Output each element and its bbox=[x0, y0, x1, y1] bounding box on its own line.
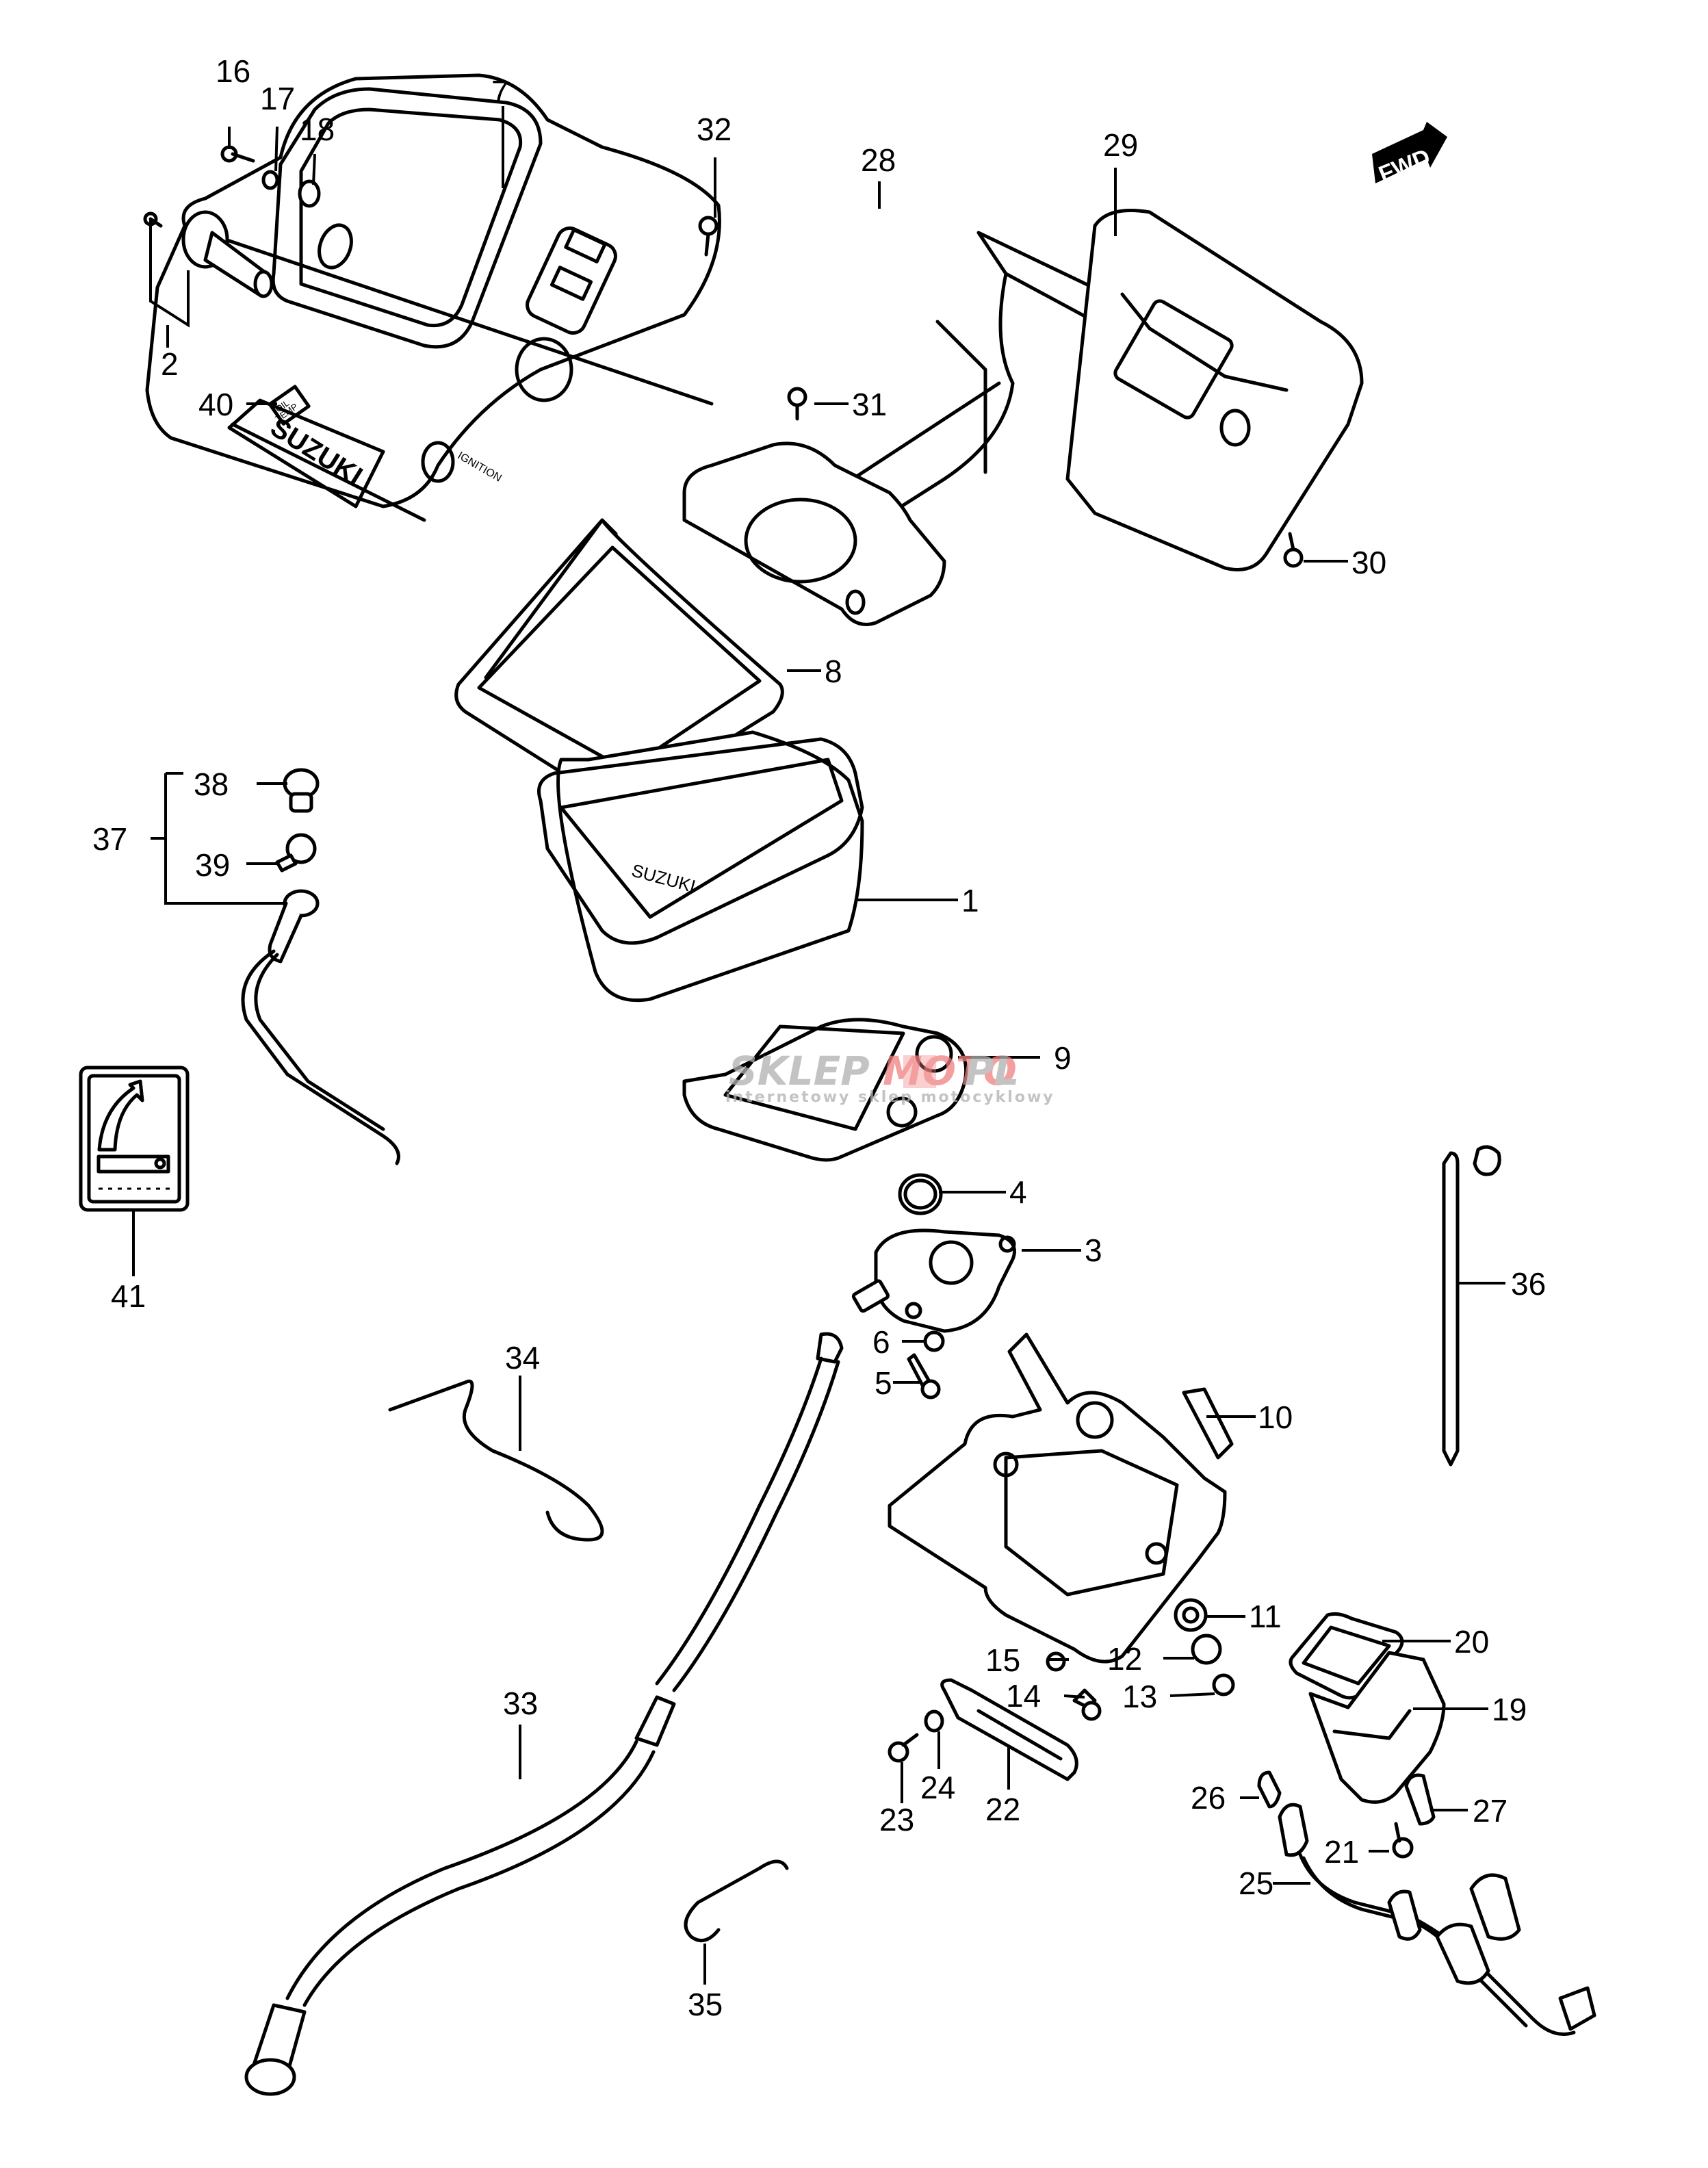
callout-39: 39 bbox=[195, 847, 230, 883]
part-screw-21 bbox=[1392, 1822, 1414, 1859]
callout-25: 25 bbox=[1239, 1866, 1273, 1901]
part-tie-36 bbox=[1442, 1145, 1501, 1467]
callout-32: 32 bbox=[697, 112, 732, 147]
watermark-red: MOTO bbox=[883, 1048, 1017, 1094]
callout-41: 41 bbox=[111, 1278, 146, 1314]
part-bulb-27 bbox=[1404, 1773, 1436, 1826]
part-screw-5 bbox=[907, 1353, 941, 1399]
part-washer-6 bbox=[923, 1330, 945, 1352]
callout-20: 20 bbox=[1454, 1624, 1489, 1660]
callout-35: 35 bbox=[688, 1987, 723, 2022]
part-washer-15 bbox=[1046, 1651, 1066, 1672]
callout-40: 40 bbox=[198, 387, 233, 422]
part-washer-12 bbox=[1191, 1634, 1222, 1665]
callout-34: 34 bbox=[505, 1340, 540, 1376]
callout-labels: 7 16 17 18 2 32 28 29 31 30 40 8 1 9 4 3… bbox=[92, 53, 1546, 2022]
part-washer-18 bbox=[298, 179, 321, 208]
part-screw-32 bbox=[698, 216, 719, 257]
part-nut-13 bbox=[1212, 1673, 1235, 1696]
callout-21: 21 bbox=[1324, 1834, 1359, 1870]
part-cushion-11 bbox=[1174, 1598, 1208, 1632]
part-bulb-26 bbox=[1257, 1770, 1282, 1809]
part-wiring-harness-25 bbox=[1278, 1803, 1596, 2036]
callout-37: 37 bbox=[92, 821, 127, 857]
part-shift-label bbox=[79, 1066, 190, 1212]
callout-36: 36 bbox=[1511, 1266, 1546, 1302]
callout-14: 14 bbox=[1006, 1678, 1041, 1714]
part-screw-31 bbox=[787, 387, 807, 421]
callout-7: 7 bbox=[491, 74, 509, 109]
part-meter-cover: SUZUKI OIL TEMP IGNITION bbox=[145, 73, 721, 522]
callout-13: 13 bbox=[1122, 1679, 1157, 1714]
callout-1: 1 bbox=[961, 883, 979, 918]
part-plate-22 bbox=[940, 1678, 1078, 1781]
part-speedometer-cable-33 bbox=[244, 1332, 844, 2096]
watermark: SKLEP MOTO PL internetowy sklep motocykl… bbox=[725, 1048, 1055, 1106]
watermark-gray: SKLEP bbox=[729, 1048, 870, 1094]
part-washer-17 bbox=[261, 170, 279, 190]
watermark-sub: internetowy sklep motocyklowy bbox=[725, 1089, 1055, 1106]
callout-6: 6 bbox=[872, 1324, 890, 1360]
watermark-tail: PL bbox=[965, 1048, 1019, 1094]
callout-3: 3 bbox=[1085, 1233, 1102, 1268]
part-screw-16 bbox=[220, 145, 255, 163]
callout-5: 5 bbox=[875, 1365, 892, 1401]
callout-24: 24 bbox=[920, 1770, 955, 1805]
part-grommet-38 bbox=[283, 768, 320, 813]
callout-26: 26 bbox=[1191, 1780, 1226, 1816]
part-washer-24 bbox=[924, 1709, 944, 1733]
part-rear-cover bbox=[1065, 209, 1364, 571]
callout-15: 15 bbox=[985, 1642, 1020, 1678]
part-bulb-39 bbox=[275, 833, 317, 873]
callout-31: 31 bbox=[852, 387, 887, 422]
part-clamp-35 bbox=[684, 1859, 789, 1943]
part-socket bbox=[241, 889, 400, 1165]
callout-17: 17 bbox=[260, 81, 295, 116]
shift-arrow-icon bbox=[97, 1079, 144, 1152]
part-bracket-plate bbox=[682, 441, 946, 626]
callout-38: 38 bbox=[194, 766, 229, 802]
callout-11: 11 bbox=[1249, 1599, 1282, 1634]
callout-12: 12 bbox=[1107, 1641, 1142, 1677]
callout-16: 16 bbox=[216, 53, 250, 89]
part-screw-23 bbox=[888, 1733, 919, 1763]
part-knob bbox=[143, 210, 274, 298]
part-meter-case: SUZUKI bbox=[537, 730, 864, 1003]
callout-33: 33 bbox=[503, 1686, 538, 1721]
part-gear-box bbox=[851, 1228, 1016, 1333]
callout-4: 4 bbox=[1009, 1174, 1027, 1210]
callout-29: 29 bbox=[1103, 127, 1138, 163]
part-screw-14 bbox=[1072, 1688, 1102, 1721]
fwd-arrow-icon: FWD bbox=[1372, 122, 1447, 188]
part-indicator-case-19 bbox=[1308, 1651, 1446, 1804]
callout-27: 27 bbox=[1473, 1793, 1508, 1829]
callout-10: 10 bbox=[1258, 1399, 1293, 1435]
callout-8: 8 bbox=[825, 654, 842, 689]
callout-22: 22 bbox=[985, 1792, 1020, 1827]
callout-18: 18 bbox=[300, 112, 335, 147]
part-meter-bracket bbox=[888, 1332, 1234, 1664]
leader-lines bbox=[132, 106, 1505, 1985]
callout-9: 9 bbox=[1054, 1040, 1072, 1076]
part-lower-case bbox=[682, 1018, 968, 1162]
part-screw-30 bbox=[1283, 532, 1304, 568]
cover-stamp: IGNITION bbox=[456, 450, 504, 484]
part-clamp-34 bbox=[388, 1380, 604, 1542]
callout-23: 23 bbox=[879, 1802, 914, 1837]
callout-19: 19 bbox=[1492, 1692, 1527, 1727]
callout-2: 2 bbox=[161, 346, 179, 382]
callout-28: 28 bbox=[861, 142, 896, 178]
callout-30: 30 bbox=[1351, 545, 1386, 580]
